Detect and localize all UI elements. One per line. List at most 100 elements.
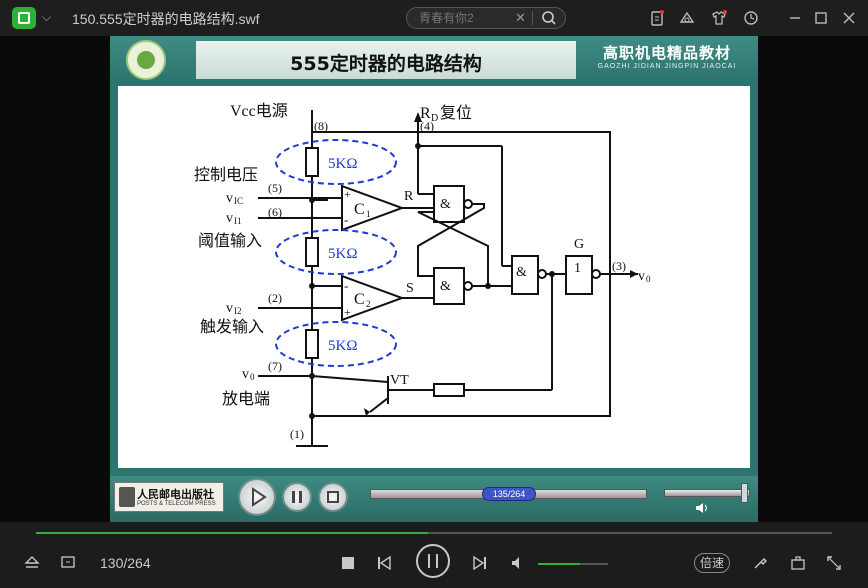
playlist-counter: 130/264	[100, 555, 151, 571]
c2-minus: -	[344, 278, 348, 293]
slide-play-button[interactable]	[238, 478, 276, 516]
publisher-logo: 人民邮电出版社 POSTS & TELECOM PRESS	[114, 482, 224, 512]
circuit-diagram: Vcc电源 (8) R D 复位 (4) 控制电压 (5) v IC (6) v…	[194, 102, 651, 447]
title-bar: ⌵ 150.555定时器的电路结构.swf ✕	[0, 0, 868, 36]
slide-volume-knob[interactable]	[741, 483, 748, 503]
vi2-subscript: I2	[234, 306, 242, 316]
threshold-input-label: 阈值输入	[198, 232, 262, 250]
next-icon[interactable]	[472, 555, 488, 576]
pin8-label: (8)	[314, 119, 328, 133]
resistor-label-3: 5KΩ	[328, 338, 357, 354]
brand-subtitle: GAOZHI JIDIAN JINGPIN JIAOCAI	[597, 63, 737, 70]
trigger-input-label: 触发输入	[200, 318, 264, 336]
maximize-icon[interactable]	[812, 9, 830, 27]
publisher-english: POSTS & TELECOM PRESS	[137, 501, 216, 507]
inverter-label: 1	[574, 261, 581, 276]
slide-content: Vcc电源 (8) R D 复位 (4) 控制电压 (5) v IC (6) v…	[118, 86, 750, 468]
pin5-label: (5)	[268, 181, 282, 195]
vcc-label: Vcc电源	[230, 102, 288, 120]
brand-title: 高职机电精品教材	[602, 44, 731, 62]
nand1-label: &	[440, 197, 451, 212]
comparator1-subscript: 1	[366, 209, 371, 219]
pin6-label: (6)	[268, 205, 282, 219]
toolbox-icon[interactable]	[790, 555, 806, 576]
vi1-subscript: I1	[234, 216, 242, 226]
seek-bar-fill	[36, 532, 428, 534]
search-input[interactable]	[419, 11, 519, 25]
pin2-label: (2)	[268, 291, 282, 305]
fullscreen-icon[interactable]	[826, 555, 842, 576]
previous-icon[interactable]	[376, 555, 392, 576]
vt-label: VT	[390, 373, 409, 388]
vi1-label: v	[226, 211, 233, 226]
slide: 555定时器的电路结构 高职机电精品教材 GAOZHI JIDIAN JINGP…	[110, 36, 758, 522]
video-stage[interactable]: 555定时器的电路结构 高职机电精品教材 GAOZHI JIDIAN JINGP…	[0, 36, 868, 522]
vi2-label: v	[226, 301, 233, 316]
seek-bar[interactable]	[36, 532, 832, 534]
eject-icon[interactable]	[24, 555, 40, 574]
slide-title: 555定时器的电路结构	[290, 53, 482, 75]
reset-label: 复位	[440, 104, 472, 122]
rd-label: R	[420, 105, 431, 122]
clear-icon[interactable]: ✕	[515, 10, 526, 25]
divider	[532, 11, 533, 25]
c1-plus: +	[344, 187, 351, 201]
speaker-icon[interactable]	[694, 501, 710, 518]
v0-left-subscript: 0	[250, 372, 255, 382]
clipboard-icon[interactable]	[648, 9, 666, 27]
slide-frame-counter[interactable]: 135/264	[482, 487, 536, 501]
volume-slider-fill	[538, 563, 580, 565]
slide-pause-button[interactable]	[282, 482, 312, 512]
c1-minus: -	[344, 212, 348, 227]
label-s: S	[406, 281, 414, 296]
nand2-label: &	[440, 279, 451, 294]
playlist-icon[interactable]	[60, 555, 76, 574]
c2-plus: +	[344, 305, 351, 319]
resistor-label-2: 5KΩ	[328, 246, 357, 262]
pin1-label: (1)	[290, 427, 304, 441]
publisher-name: 人民邮电出版社	[137, 489, 214, 501]
comparator2-subscript: 2	[366, 299, 371, 309]
resistor-label-1: 5KΩ	[328, 156, 357, 172]
nand3-label: &	[516, 265, 527, 280]
vo-subscript: 0	[646, 274, 651, 284]
school-emblem-icon	[126, 40, 166, 80]
shirt-icon[interactable]	[710, 9, 728, 27]
tool-icon[interactable]	[752, 555, 768, 576]
window-title: 150.555定时器的电路结构.swf	[72, 11, 260, 27]
slide-stop-button[interactable]	[318, 482, 348, 512]
slide-title-box: 555定时器的电路结构	[196, 41, 576, 79]
history-icon[interactable]	[742, 9, 760, 27]
search-icon[interactable]	[539, 10, 559, 26]
volume-slider[interactable]	[538, 563, 608, 565]
slide-banner: 555定时器的电路结构 高职机电精品教材 GAOZHI JIDIAN JINGP…	[110, 36, 758, 84]
pin7-label: (7)	[268, 359, 282, 373]
minimize-icon[interactable]	[786, 9, 804, 27]
skin-icon[interactable]	[678, 9, 696, 27]
chevron-down-icon[interactable]: ⌵	[42, 10, 52, 24]
slide-control-bar: 人民邮电出版社 POSTS & TELECOM PRESS 135/264	[110, 476, 758, 522]
pin4-label: (4)	[420, 119, 434, 133]
comparator2-label: C	[354, 291, 365, 308]
close-icon[interactable]	[840, 9, 858, 27]
stop-icon[interactable]	[340, 555, 356, 576]
vo-label: v	[638, 269, 645, 284]
pause-button[interactable]	[416, 544, 450, 578]
volume-icon[interactable]	[510, 555, 526, 576]
v0-left-label: v	[242, 367, 249, 382]
pin3-label: (3)	[612, 259, 626, 273]
app-logo-icon[interactable]	[12, 7, 36, 29]
label-r: R	[404, 189, 414, 204]
comparator1-label: C	[354, 201, 365, 218]
gate-g-label: G	[574, 237, 584, 252]
control-voltage-label: 控制电压	[194, 166, 258, 184]
player-bar: 130/264 倍速	[0, 522, 868, 588]
rd-subscript: D	[431, 113, 438, 124]
slide-volume-track[interactable]	[664, 489, 750, 497]
vic-label: v	[226, 191, 233, 206]
vic-subscript: IC	[234, 196, 243, 206]
publisher-icon	[119, 487, 135, 507]
discharge-label: 放电端	[222, 390, 270, 408]
speed-button[interactable]: 倍速	[694, 553, 730, 573]
search-box[interactable]: ✕	[406, 7, 566, 29]
